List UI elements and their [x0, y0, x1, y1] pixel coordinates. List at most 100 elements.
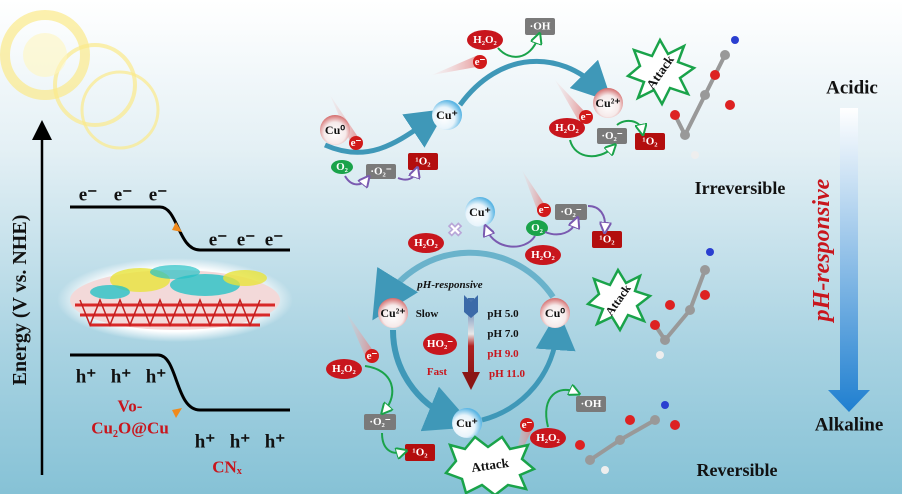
o2-badge: [331, 160, 353, 174]
h2o2-badge: [530, 428, 566, 448]
reaction-arrow: [397, 172, 416, 181]
h2o2-label: H₂O₂: [414, 237, 438, 249]
light-cone: [555, 80, 585, 120]
hole-label: h⁺: [195, 432, 216, 453]
cu0-label: Cu⁰: [325, 123, 345, 137]
singlet-oxygen-label: ¹O₂: [412, 447, 428, 459]
singlet-oxygen-badge: [635, 133, 665, 150]
superoxide-label: ·O₂⁻: [370, 166, 392, 178]
ph-responsive-label: pH-responsive: [809, 178, 835, 323]
electron-badge: [365, 349, 379, 363]
cu-plus-particle: [452, 408, 482, 438]
electron-badge: [473, 55, 487, 69]
ph-value-label: pH 5.0: [487, 308, 519, 320]
cu2-plus-label: Cu²⁺: [380, 306, 405, 320]
material-cnx-label: CNₓ: [212, 458, 242, 477]
ph-gradient-arrow: [468, 298, 474, 378]
light-cone: [432, 55, 482, 75]
irreversible-label: Irreversible: [695, 178, 786, 198]
fast-label: Fast: [427, 366, 448, 378]
reversible-label: Reversible: [697, 460, 778, 480]
cycle-arrow-top: [372, 249, 556, 321]
light-cone: [522, 170, 545, 212]
reaction-arrow: [616, 119, 642, 130]
arrow-head-icon: [462, 372, 480, 390]
light-cone: [346, 312, 374, 358]
h2o2-badge: [408, 233, 444, 253]
valence-band-line: [70, 353, 290, 412]
cycle-arrow-right: [481, 310, 576, 423]
reaction-arrow: [364, 365, 392, 410]
electron-badge: [520, 418, 534, 432]
hole-label: h⁺: [146, 367, 167, 388]
electron-label: e⁻: [522, 419, 533, 431]
electron-label: e⁻: [475, 56, 486, 68]
cu-plus-label: Cu⁺: [456, 416, 478, 430]
cu2-plus-particle: [378, 298, 408, 328]
material-vo-label: Vo-: [118, 397, 143, 416]
reaction-arrow: [344, 176, 366, 184]
singlet-oxygen-label: ¹O₂: [642, 136, 658, 148]
electron-badge: [579, 110, 593, 124]
cu0-label: Cu⁰: [545, 306, 565, 320]
blocked-cross-icon: ✖: [447, 220, 462, 240]
reaction-arrow: [487, 230, 536, 248]
light-rings-icon: [0, 10, 160, 150]
electron-label: e⁻: [237, 230, 255, 251]
superoxide-badge: [364, 414, 396, 430]
acidic-label: Acidic: [826, 78, 878, 99]
cu0-particle: [320, 115, 350, 145]
reaction-arrow: [381, 432, 402, 453]
cu2-plus-particle: [593, 88, 623, 118]
h2o2-label: H₂O₂: [555, 122, 579, 134]
material-cu2o-cu-label: Cu₂O@Cu: [91, 419, 169, 438]
superoxide-badge: [597, 128, 627, 144]
hole-label: h⁺: [265, 432, 286, 453]
superoxide-label: ·O₂⁻: [601, 130, 623, 142]
molecule-image: [670, 36, 739, 159]
o2-label: O₂: [531, 222, 544, 234]
h2o2-badge: [549, 118, 585, 138]
attack-burst-icon: Attack: [625, 37, 697, 107]
reaction-arrow: [545, 390, 575, 428]
cu-plus-particle: [432, 100, 462, 130]
electron-badge: [537, 203, 551, 217]
hole-label: h⁺: [76, 367, 97, 388]
arrow-fletching-icon: [464, 295, 478, 318]
h2o2-badge: [467, 30, 503, 50]
hydroxyl-radical-badge: [576, 396, 606, 412]
cu0-particle: [540, 298, 570, 328]
ph-scale-arrow: [828, 108, 870, 412]
attack-burst-icon: Attack: [443, 435, 537, 494]
electron-transfer-arrow-icon: [172, 222, 182, 232]
h2o2-label: H₂O₂: [536, 432, 560, 444]
pathway-arrow: [457, 58, 613, 107]
cycle-arrow-left: [389, 329, 475, 432]
electron-badge: [349, 136, 363, 150]
hydroxyl-radical-label: ·OH: [581, 398, 602, 410]
h2o2-badge: [326, 359, 362, 379]
reaction-arrow: [497, 38, 538, 58]
electron-label: e⁻: [79, 185, 97, 206]
pathway-arrow: [323, 108, 447, 155]
molecule-image: [650, 248, 714, 359]
cu-plus-particle: [465, 197, 495, 227]
hydroxyl-radical-label: ·OH: [530, 21, 551, 33]
hole-label: h⁺: [230, 432, 251, 453]
cycle-center-title: pH-responsive: [416, 279, 483, 291]
h2o2-label: H₂O₂: [531, 249, 555, 261]
ph-value-label: pH 11.0: [489, 368, 526, 380]
electron-label: e⁻: [539, 204, 550, 216]
electron-label: e⁻: [114, 185, 132, 206]
electron-label: e⁻: [367, 350, 378, 362]
ho2-label: HO₂⁻: [427, 338, 453, 350]
singlet-oxygen-label: ¹O₂: [415, 156, 431, 168]
electron-label: e⁻: [209, 230, 227, 251]
alkaline-label: Alkaline: [815, 415, 884, 436]
superoxide-label: ·O₂⁻: [560, 206, 582, 218]
singlet-oxygen-badge: [592, 231, 622, 248]
reaction-arrow: [544, 222, 576, 236]
cu-plus-label: Cu⁺: [436, 108, 458, 122]
h2o2-badge: [525, 245, 561, 265]
